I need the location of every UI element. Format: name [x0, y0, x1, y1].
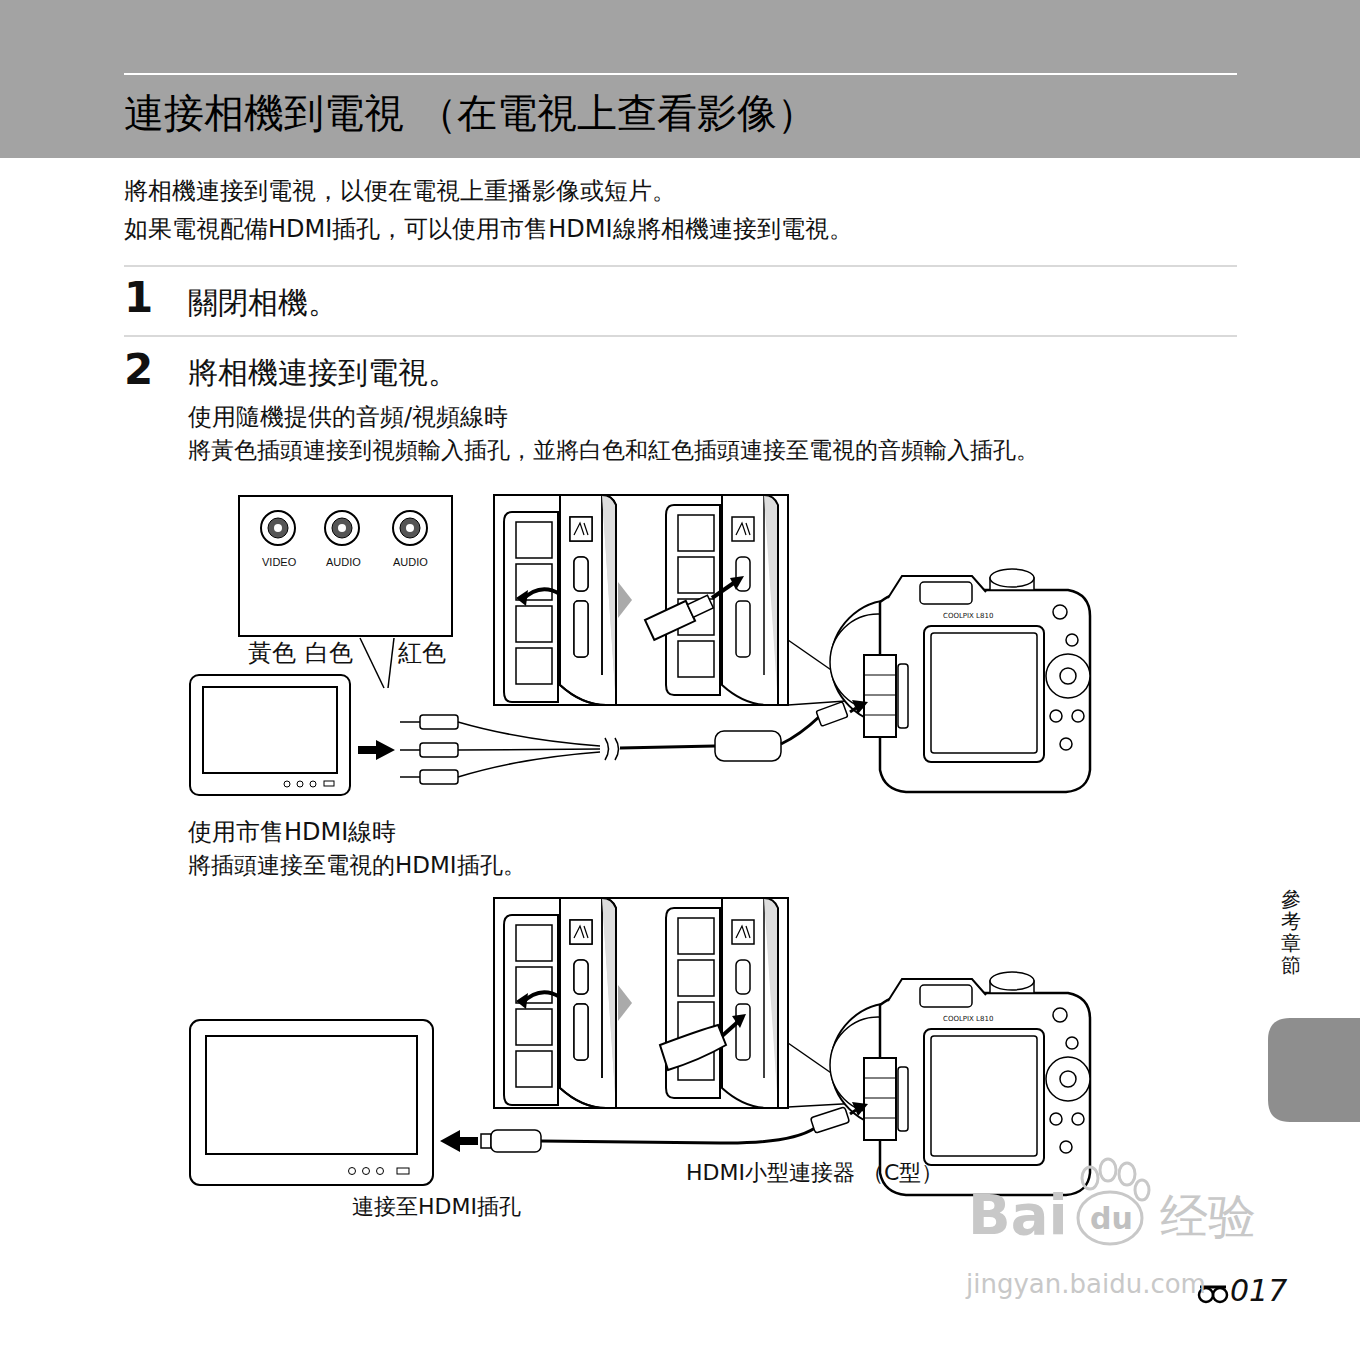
plug-color: 紅色	[398, 638, 446, 668]
jack-panel: VIDEO AUDIO AUDIO	[238, 495, 453, 637]
step-text: 關閉相機。	[188, 284, 338, 322]
watermark: 经验	[1160, 1186, 1256, 1246]
header-band	[0, 0, 1360, 158]
sub-heading: 使用隨機提供的音頻/視頻線時	[188, 402, 508, 432]
watermark: jingyan.baidu.com	[966, 1268, 1206, 1301]
page-number: 017	[1230, 1272, 1287, 1310]
jack-label: AUDIO	[393, 556, 428, 570]
camera-model: COOLPIX L810	[942, 612, 994, 621]
step-number: 2	[124, 344, 153, 397]
intro-text: 如果電視配備HDMI插孔，可以使用市售HDMI線將相機連接到電視。	[124, 214, 853, 244]
camera-model: COOLPIX L810	[942, 1015, 994, 1024]
chapter-tab-label: 參考章節	[1281, 888, 1301, 976]
body-text: 將插頭連接至電視的HDMI插孔。	[188, 851, 526, 880]
step-number: 1	[124, 272, 153, 325]
plug-color: 白色	[305, 638, 353, 668]
jack-label: VIDEO	[262, 556, 296, 570]
chapter-tab	[1268, 1018, 1360, 1122]
port-label: 連接至HDMI插孔	[352, 1193, 521, 1221]
plug-color: 黃色	[248, 638, 296, 668]
page-title: 連接相機到電視 （在電視上查看影像）	[124, 88, 817, 138]
connector-label: HDMI小型連接器 （C型）	[686, 1159, 943, 1187]
intro-text: 將相機連接到電視，以便在電視上重播影像或短片。	[124, 176, 676, 206]
step-text: 將相機連接到電視。	[188, 354, 458, 392]
watermark: du	[1090, 1200, 1133, 1238]
sub-heading: 使用市售HDMI線時	[188, 817, 396, 847]
body-text: 將黃色插頭連接到視頻輸入插孔，並將白色和紅色插頭連接至電視的音頻輸入插孔。	[188, 436, 1039, 465]
jack-label: AUDIO	[326, 556, 361, 570]
watermark: Bai	[968, 1180, 1068, 1250]
